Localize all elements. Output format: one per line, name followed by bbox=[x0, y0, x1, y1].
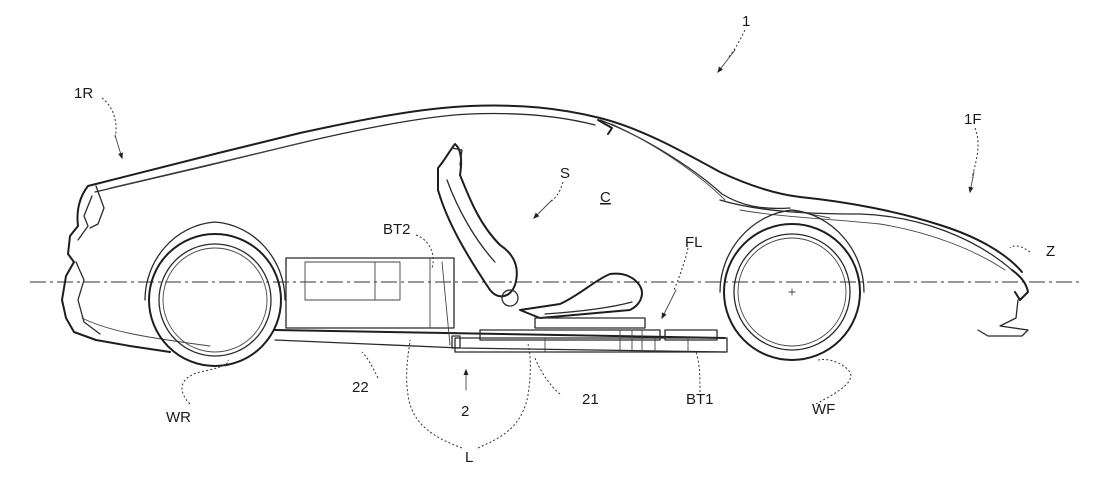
label-seat: S bbox=[560, 165, 570, 182]
label-rear: 1R bbox=[74, 85, 93, 102]
label-cabin: C bbox=[600, 189, 611, 206]
rear-wheel bbox=[144, 221, 286, 367]
seat bbox=[437, 143, 646, 329]
label-rear-wheel: WR bbox=[166, 409, 191, 426]
front-wheel bbox=[719, 209, 865, 361]
label-front: 1F bbox=[964, 111, 982, 128]
leader-lines bbox=[101, 29, 1031, 449]
label-floor: FL bbox=[685, 234, 703, 251]
label-longerons: L bbox=[465, 449, 473, 466]
reference-labels: 1 1R 1F S C BT2 FL Z 22 21 2 BT1 WR WF L bbox=[74, 13, 1055, 466]
label-rear-floor: 22 bbox=[352, 379, 369, 396]
label-battery-front: BT1 bbox=[686, 391, 714, 408]
label-floor-assembly: 2 bbox=[461, 403, 469, 420]
label-battery-rear: BT2 bbox=[383, 221, 411, 238]
car-body bbox=[61, 104, 1029, 353]
label-z-axis: Z bbox=[1046, 243, 1055, 260]
rear-battery-pack bbox=[285, 257, 455, 346]
label-front-floor: 21 bbox=[582, 391, 599, 408]
floor-assembly bbox=[451, 329, 728, 353]
label-vehicle: 1 bbox=[742, 13, 750, 30]
label-front-wheel: WF bbox=[812, 401, 835, 418]
